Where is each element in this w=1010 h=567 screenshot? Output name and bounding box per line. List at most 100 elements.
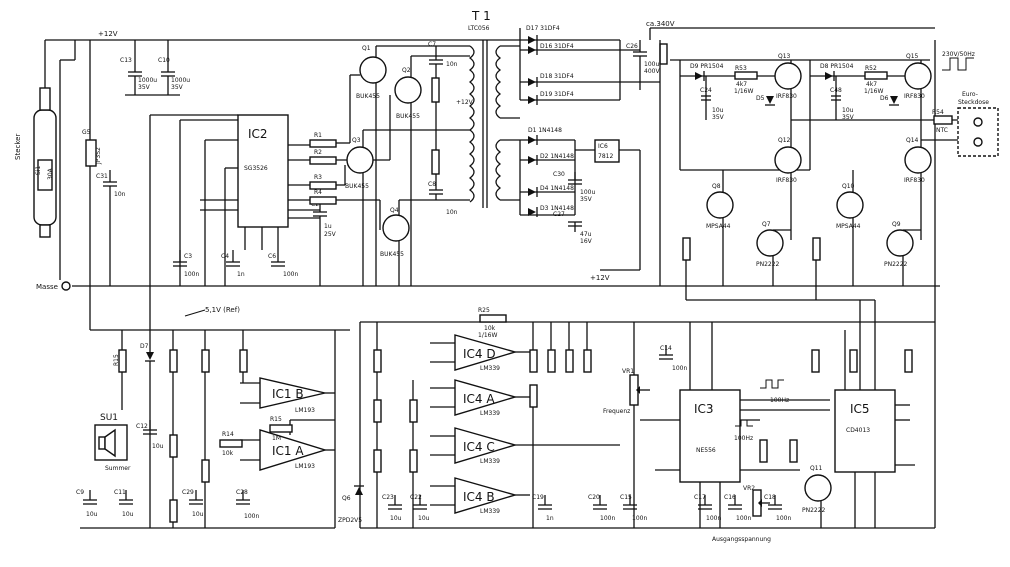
c12-label: C12	[136, 423, 148, 430]
c22-value: 10u	[418, 515, 430, 522]
c14-value: 100n	[672, 365, 687, 372]
euro-socket	[933, 57, 999, 157]
r53-value: 4k7	[736, 81, 747, 88]
c10-voltage: 35V	[171, 84, 184, 91]
transformer-t1	[468, 40, 520, 208]
r14-label: R14	[222, 431, 234, 438]
c28-value: 100n	[244, 513, 259, 520]
c15-label: C15	[620, 494, 632, 501]
freq-label: Frequenz	[603, 408, 630, 415]
c6-label: C6	[268, 253, 276, 260]
r25-label: R25	[478, 307, 490, 314]
ic4d-type: LM339	[480, 365, 500, 372]
c4-label: C4	[221, 253, 229, 260]
masse-label: Masse	[36, 283, 58, 291]
ic4-resistors	[354, 314, 592, 528]
ic5-type: CD4013	[846, 427, 870, 434]
c30-label: C30	[553, 171, 565, 178]
ic6-box	[594, 139, 620, 163]
wave-label: 230V/50Hz	[942, 51, 975, 58]
q6-type: ZPD2V5	[338, 517, 362, 524]
q12-label: Q12	[778, 137, 791, 144]
d17-label: D17 31DF4	[526, 25, 560, 32]
c18-value: 100n	[776, 515, 791, 522]
c16-label: C16	[724, 494, 736, 501]
reg-caps	[568, 149, 641, 271]
c6-value: 100n	[283, 271, 298, 278]
q13-label: Q13	[778, 53, 791, 60]
vr1-label: VR1	[622, 368, 634, 375]
r53-label: R53	[735, 65, 747, 72]
ic2-type: SG3526	[244, 165, 268, 172]
c11-label: C11	[114, 489, 126, 496]
c23-value: 10u	[390, 515, 402, 522]
c27-label: C27	[553, 211, 565, 218]
c30-voltage: 35V	[580, 196, 593, 203]
d3-label: D3 1N4148	[540, 205, 574, 212]
d7-label: D7	[140, 343, 149, 350]
trim-pots	[629, 322, 770, 528]
q4-label: Q4	[390, 207, 399, 214]
euro-label2: Steckdose	[958, 99, 989, 106]
h-bridge	[659, 40, 960, 286]
ic4c-type: LM339	[480, 458, 500, 465]
q1-label: Q1	[362, 45, 371, 52]
c11-value: 10u	[122, 511, 134, 518]
r15b-label: R15	[270, 416, 282, 423]
c8-label: C8	[428, 181, 436, 188]
q10-label: Q10	[842, 183, 855, 190]
d16-label: D16 31DF4	[540, 43, 574, 50]
euro-label: Euro-	[962, 91, 978, 98]
c27-voltage: 16V	[580, 238, 593, 245]
q7-label: Q7	[762, 221, 771, 228]
c24-value: 10u	[712, 107, 724, 114]
jumper-g5: G5	[82, 129, 91, 136]
q14-type: IRF830	[904, 177, 925, 184]
r4-label: R4	[314, 189, 322, 196]
ic3-name: IC3	[694, 402, 714, 416]
q6-label: Q6	[342, 495, 351, 502]
c16-value: 100n	[736, 515, 751, 522]
c26-label: C26	[626, 43, 638, 50]
c22-label: C22	[410, 494, 422, 501]
ic4b-name: IC4 B	[463, 490, 495, 504]
jumper-jp1	[85, 139, 97, 167]
q10-type: MPSA44	[836, 223, 861, 230]
c30-value: 100u	[580, 189, 595, 196]
c7-value: 10n	[446, 61, 458, 68]
ic2-wiring	[149, 114, 327, 330]
jumper-type: JP3S2	[95, 147, 102, 165]
q1-type: BUK455	[356, 93, 380, 100]
ic1b-name: IC1 B	[272, 387, 304, 401]
q9-label: Q9	[892, 221, 901, 228]
ic4a-name: IC4 A	[463, 392, 495, 406]
r14-value: 10k	[222, 450, 234, 457]
q8-type: MPSA44	[706, 223, 731, 230]
q2-type: BUK455	[396, 113, 420, 120]
ref-label: 5,1V (Ref)	[205, 306, 240, 314]
c28-label: C28	[236, 489, 248, 496]
ic2-caps	[173, 250, 285, 267]
d4-label: D4 1N4148	[540, 185, 574, 192]
ic1-resistors	[118, 330, 293, 528]
lv-bridge	[519, 135, 595, 217]
ic4-comparators	[430, 334, 620, 514]
q3-type: BUK455	[345, 183, 369, 190]
ic6-type: 7812	[598, 153, 613, 160]
r15-value: 1M	[272, 435, 281, 442]
c26-value: 100u	[644, 61, 659, 68]
plug-label: Stecker	[14, 134, 22, 160]
c15-value: 100n	[632, 515, 647, 522]
c48-voltage: 35V	[842, 114, 855, 121]
c8-value: 10n	[446, 209, 458, 216]
ic1b-type: LM193	[295, 407, 315, 414]
c9-label: C9	[76, 489, 84, 496]
c19-label: C19	[532, 494, 544, 501]
c19-value: 1n	[546, 515, 554, 522]
ic6-name: IC6	[598, 143, 608, 150]
d6-label: D6	[880, 95, 889, 102]
r52-watt: 1/16W	[864, 88, 883, 95]
ic5-wiring	[686, 299, 915, 528]
v12-label-mid: +12V	[590, 274, 610, 282]
